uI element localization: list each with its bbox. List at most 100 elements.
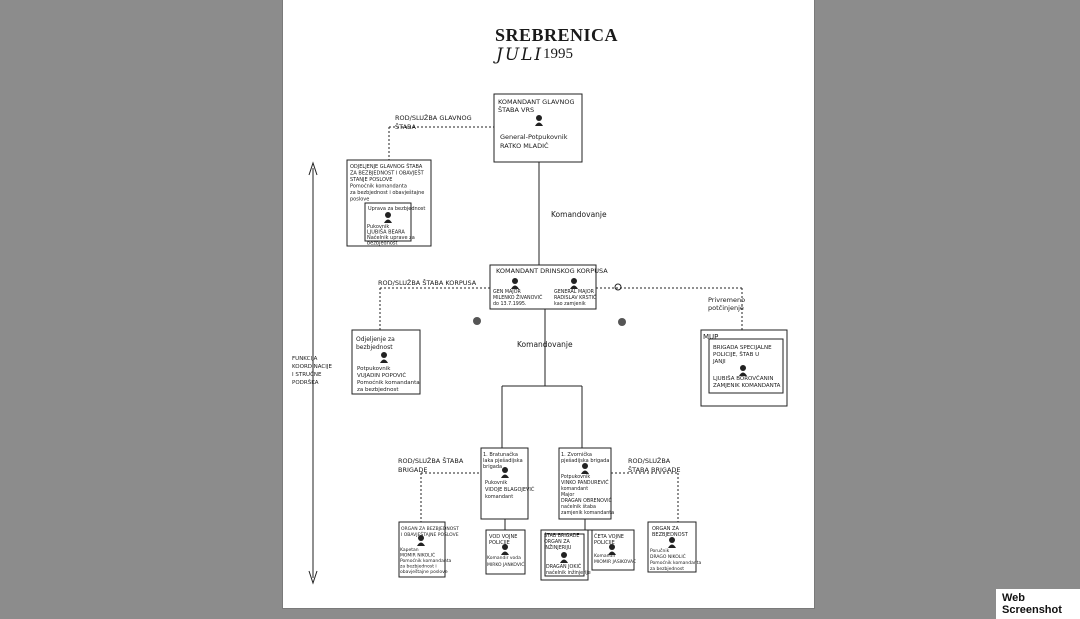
- corps-security-text-line: Pomoćnik komandanta: [357, 379, 420, 386]
- privremeno-label-line: Privremeno: [708, 296, 745, 304]
- funkcija-arrow-up-icon: [308, 161, 318, 176]
- bratunac-security-text-line: obavještajne poslove: [400, 568, 448, 575]
- marker-dot-icon: [473, 317, 481, 325]
- engineering-box: [540, 529, 589, 581]
- engineering-text-line: načelnik inžinjerije: [546, 569, 591, 576]
- funkcija-label-line: KOORDINACIJE: [292, 364, 333, 370]
- security-uprava-box: [364, 202, 412, 242]
- zvornik-security-box: [647, 521, 697, 573]
- security-admin-text-line: Pomoćnik komandanta: [350, 183, 407, 190]
- police-z-text-line: POLICIJE: [594, 540, 615, 546]
- jokic-avatar-icon: [561, 552, 567, 558]
- police-z-box: [591, 529, 635, 571]
- bratunac-security-text-line: Pomoćnik komandanta: [400, 557, 451, 564]
- zvornik-text-line: VINKO PANDUREVIĆ: [561, 479, 609, 486]
- blagojevic-avatar-icon: [502, 467, 508, 473]
- corps-commander-right-line: kao zamjenik: [554, 301, 586, 307]
- security-uprava-text-line: Načelnik uprave za: [367, 234, 415, 241]
- zvornik-text-line: pješadijska brigada: [561, 457, 609, 464]
- main-staff-text-line: KOMANDANT GLAVNOG: [498, 98, 574, 106]
- corps-commander-left-line: do 13.7.1995.: [493, 301, 526, 307]
- komandovanje-label-1: Komandovanje: [551, 210, 607, 219]
- dashed-junction-icon: [614, 283, 622, 291]
- krstic-avatar-icon: [571, 278, 577, 284]
- corps-security-text-line: bezbjednost: [356, 344, 393, 351]
- rod-corps-label: ROD/SLUŽBA ŠTABA KORPUSA: [378, 278, 477, 287]
- bratunac-text-line: komandant: [485, 494, 513, 500]
- zvornik-text-line: Major: [561, 492, 574, 498]
- popovic-avatar-icon-body: [380, 359, 388, 363]
- mup-text-line: LJUBIŠA BOROVČANIN: [713, 375, 774, 382]
- nikolic-d-avatar-icon: [669, 537, 675, 543]
- bratunac-security-text-line: Kapetan: [400, 547, 419, 553]
- security-uprava-text-line: Pukovnik: [367, 224, 389, 230]
- funkcija-label-line: I STRUČNE: [292, 371, 322, 378]
- rod-brigade-left-label-line: BRIGADE: [398, 466, 428, 474]
- funkcija-label-line: PODRŠKA: [292, 379, 319, 386]
- rod-brigade-right-label-line: ROD/SLUŽBA: [628, 456, 671, 465]
- security-admin-text-line: ZA BEZBJEDNOST I OBAVJEŠT: [350, 170, 425, 177]
- police-b-text-line: POLICIJE: [489, 540, 510, 546]
- bratunac-text-line: Pukovnik: [485, 480, 507, 486]
- security-uprava-text-line: Uprava za bezbjednost: [368, 206, 425, 212]
- police-b-text-line: Komandir voda: [487, 555, 521, 561]
- security-uprava-text-line: LJUBIŠA BEARA: [367, 229, 405, 236]
- security-admin-text-line: za bezbjednost i obavještajne: [350, 189, 424, 196]
- zvornik-text-line: načelnik štaba: [561, 503, 596, 510]
- jokic-avatar-icon-body: [560, 559, 568, 563]
- zivanovic-avatar-icon: [512, 278, 518, 284]
- mup-text-line: BRIGADA SPECIJALNE: [713, 345, 772, 351]
- bratunac-security-text-line: MOMIR NIKOLIĆ: [400, 552, 435, 559]
- zvornik-security-text-line: DRAGO NIKOLIĆ: [650, 553, 686, 560]
- zvornik-security-text-line: Pomoćnik komandanta: [650, 559, 701, 566]
- corps-commander-right-line: RADISLAV KRSTIĆ: [554, 294, 597, 301]
- corps-commander-box: [489, 264, 597, 310]
- rod-main-label-line: ŠTABA: [395, 122, 416, 131]
- jankovic-avatar-icon-body: [501, 551, 509, 555]
- corps-security-text-line: Odjeljenje za: [356, 336, 395, 343]
- popovic-avatar-icon: [381, 352, 387, 358]
- jasikovac-avatar-icon: [609, 544, 615, 550]
- rod-brigade-right-label-line: ŠTABA BRIGADE: [628, 465, 681, 474]
- borovcanin-avatar-icon: [740, 365, 746, 371]
- corps-security-text-line: za bezbjednost: [357, 387, 399, 393]
- zvornik-security-text-line: za bezbjednost: [650, 566, 684, 572]
- pandurevic-avatar-icon: [582, 463, 588, 469]
- zvornik-security-text-line: BEZBJEDNOST: [652, 532, 689, 538]
- date-month: JULI: [496, 45, 544, 65]
- rod-main-label-line: ROD/SLUŽBA GLAVNOG: [395, 113, 472, 122]
- engineering-inner-box: [544, 533, 585, 577]
- mup-text-line: POLICIJE, ŠTAB U: [713, 351, 759, 358]
- engineering-text-line: ORGAN ZA: [544, 539, 571, 545]
- right-margin: [814, 0, 1080, 608]
- bratunac-security-text-line: I OBAVJEŠTAJNE POSLOVE: [401, 531, 459, 538]
- security-uprava-text-line: bezbjednost: [367, 241, 398, 247]
- zvornik-security-text-line: ORGAN ZA: [652, 526, 679, 532]
- pandurevic-avatar-icon-body: [581, 470, 589, 474]
- komandovanje-label-2: Komandovanje: [517, 340, 573, 349]
- engineering-text-line: ŠTAB BRIGADE: [544, 532, 579, 539]
- left-margin: [0, 0, 283, 608]
- police-b-text-line: MIRKO JANKOVIĆ: [487, 561, 524, 568]
- date-year: 1995: [543, 46, 573, 62]
- corps-security-box: [351, 329, 421, 395]
- bratunac-security-text-line: ORGAN ZA BEZBJEDNOST: [401, 526, 459, 532]
- zvornik-text-line: Potpukovnik: [561, 474, 590, 480]
- corps-security-text-line: VUJADIN POPOVIĆ: [357, 372, 406, 379]
- nikolic-m-avatar-icon-body: [417, 542, 425, 546]
- main-staff-box: [493, 93, 583, 163]
- web-screenshot-badge: Web Screenshot: [996, 589, 1080, 619]
- corps-commander-left-line: MILENKO ŽIVANOVIĆ: [493, 293, 543, 301]
- police-z-text-line: MIOMIR JASIKOVAC: [594, 559, 636, 565]
- mup-outer-box: [700, 329, 788, 407]
- police-z-text-line: ČETA VOJNE: [594, 533, 624, 540]
- zvornik-text-line: komandant: [561, 486, 588, 492]
- bratunac-security-box: [398, 521, 446, 578]
- zvornik-security-text-line: Poručnik: [650, 547, 670, 554]
- zvornik-text-line: zamjenik komandanta: [561, 510, 614, 516]
- engineering-text-line: DRAGAN JOKIĆ: [546, 563, 582, 570]
- mup-inner-box: [708, 338, 784, 394]
- mup-label: MUP: [703, 333, 718, 341]
- beara-avatar-icon-body: [384, 219, 392, 223]
